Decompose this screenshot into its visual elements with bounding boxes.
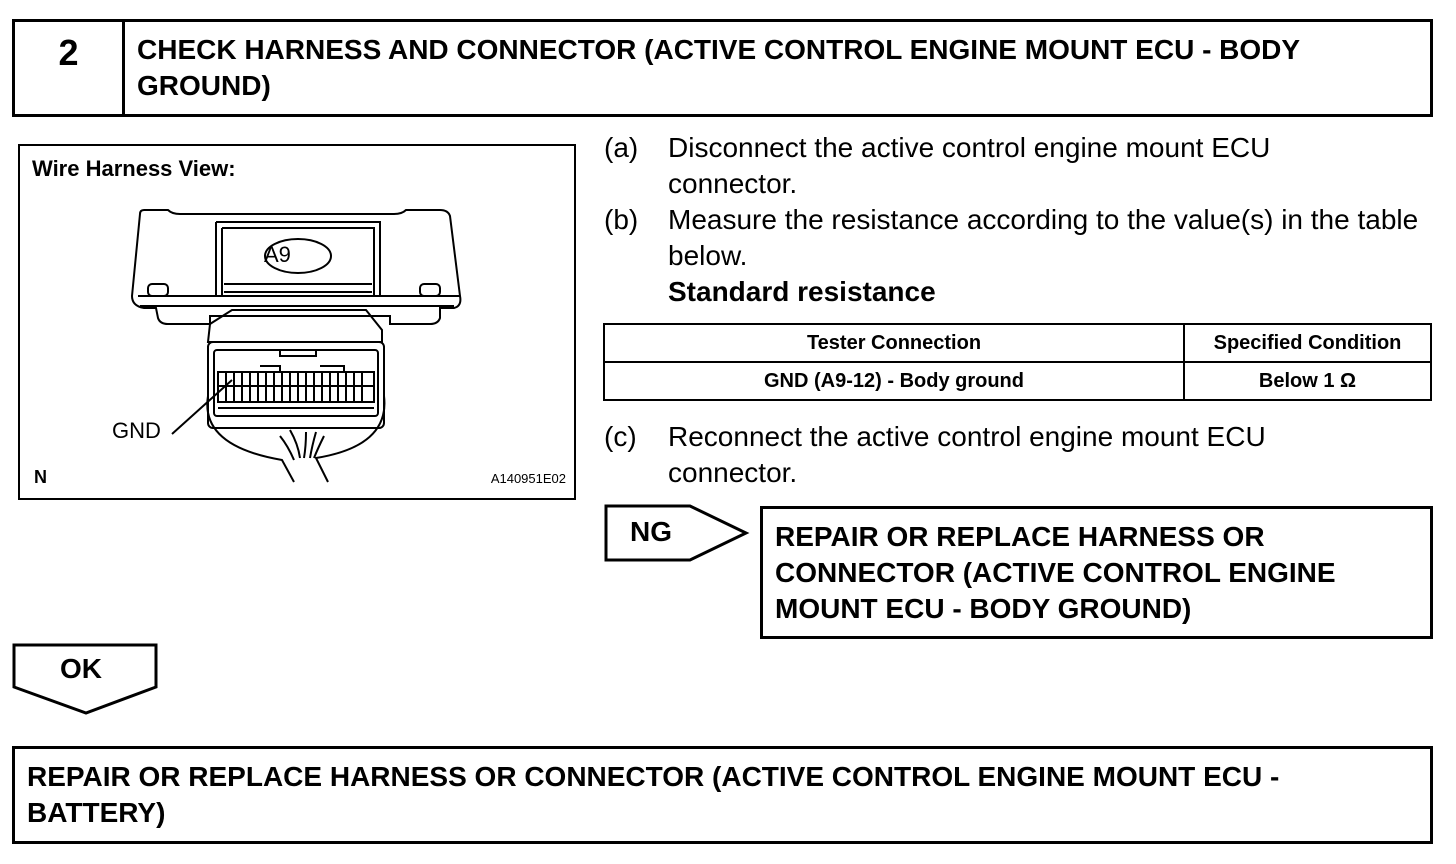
step-number: 2 [15,22,125,114]
gnd-terminal-label: GND [112,418,161,443]
ok-action-text: REPAIR OR REPLACE HARNESS OR CONNECTOR (… [27,761,1280,828]
table-row: GND (A9-12) - Body ground Below 1 Ω [603,361,1432,401]
illustration-code: A140951E02 [490,471,566,486]
ng-branch-tag: NG [604,504,754,562]
instruction-b: (b) Measure the resistance according to … [604,202,1434,274]
instruction-c: (c) Reconnect the active control engine … [604,419,1434,491]
ng-action-box: REPAIR OR REPLACE HARNESS OR CONNECTOR (… [760,506,1433,639]
table-header-row: Tester Connection Specified Condition [603,323,1432,363]
step-title: CHECK HARNESS AND CONNECTOR (ACTIVE CONT… [137,34,1300,101]
ok-label: OK [60,653,102,684]
instruction-label: (b) [604,204,639,235]
ok-branch-tag: OK [12,643,160,717]
instruction-text: Reconnect the active control engine moun… [668,421,1266,488]
spec-table: Tester Connection Specified Condition GN… [603,323,1432,401]
step-header: 2 CHECK HARNESS AND CONNECTOR (ACTIVE CO… [12,19,1433,117]
connector-id-label: A9 [264,242,291,267]
table-cell: Below 1 Ω [1183,361,1432,401]
instruction-text: Disconnect the active control engine mou… [668,132,1271,199]
figure-heading: Wire Harness View: [32,156,236,181]
instruction-text: Measure the resistance according to the … [668,204,1419,271]
ng-label: NG [630,516,672,547]
instruction-label: (c) [604,421,637,452]
instruction-label: (a) [604,132,639,163]
ok-action-box: REPAIR OR REPLACE HARNESS OR CONNECTOR (… [12,746,1433,844]
wire-harness-figure: Wire Harness View: [18,144,576,500]
right-arrow-icon [604,504,750,562]
column-header: Specified Condition [1183,323,1432,363]
orientation-mark: N [34,467,47,487]
down-arrow-icon [12,643,158,715]
ng-action-text: REPAIR OR REPLACE HARNESS OR CONNECTOR (… [775,521,1336,624]
instruction-a: (a) Disconnect the active control engine… [604,130,1434,202]
spec-title: Standard resistance [668,276,936,307]
table-cell: GND (A9-12) - Body ground [603,361,1185,401]
ecu-connector-illustration [130,209,462,483]
column-header: Tester Connection [603,323,1185,363]
